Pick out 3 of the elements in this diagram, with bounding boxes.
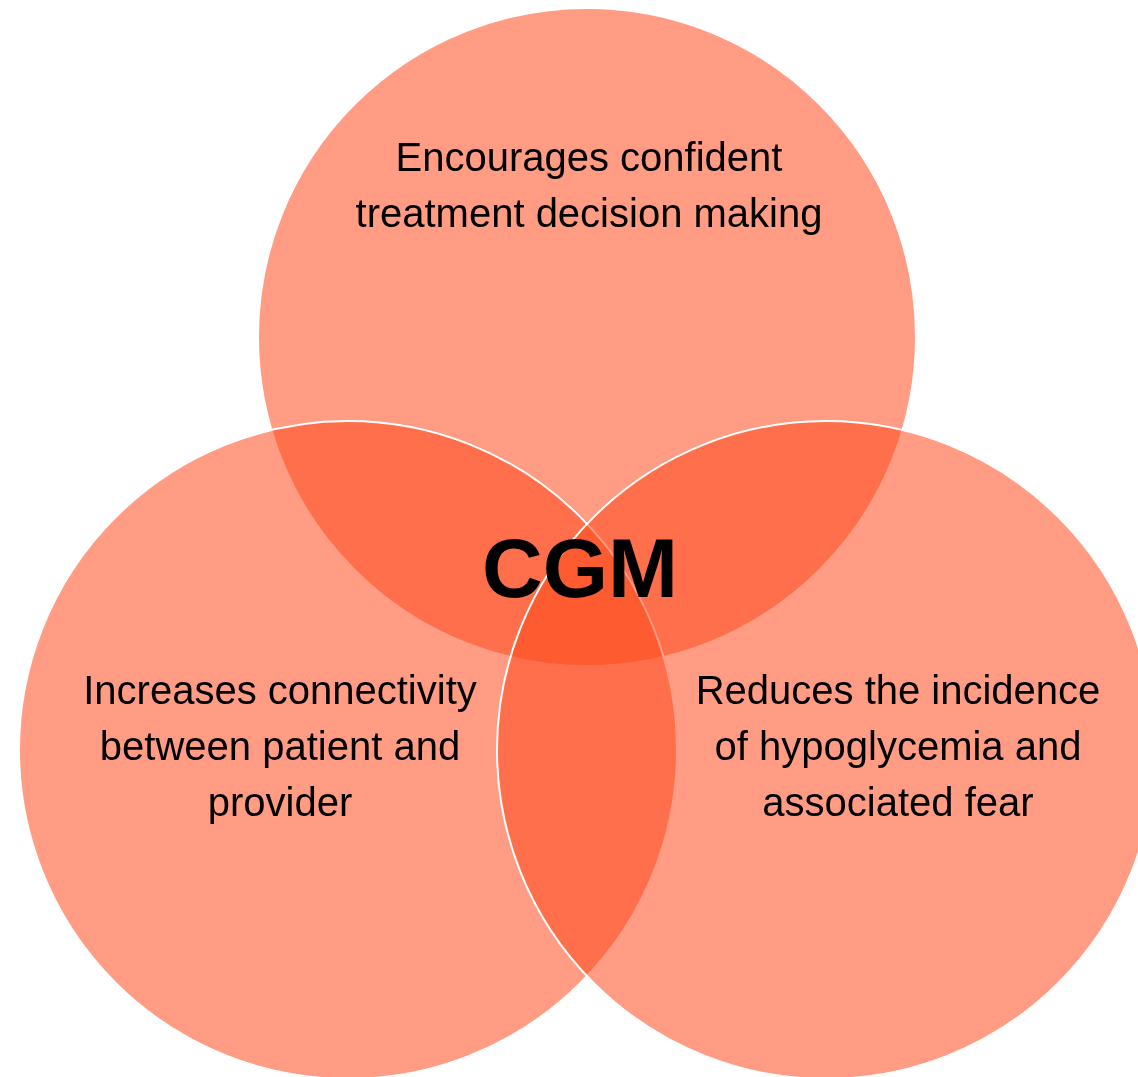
circle-text: Increases connectivity between patient and provider <box>82 667 478 826</box>
circle-text: Reduces the incidence of hypoglycemia and associated fear <box>694 667 1102 826</box>
circle-text: Encourages confident treatment decision making <box>354 134 824 237</box>
